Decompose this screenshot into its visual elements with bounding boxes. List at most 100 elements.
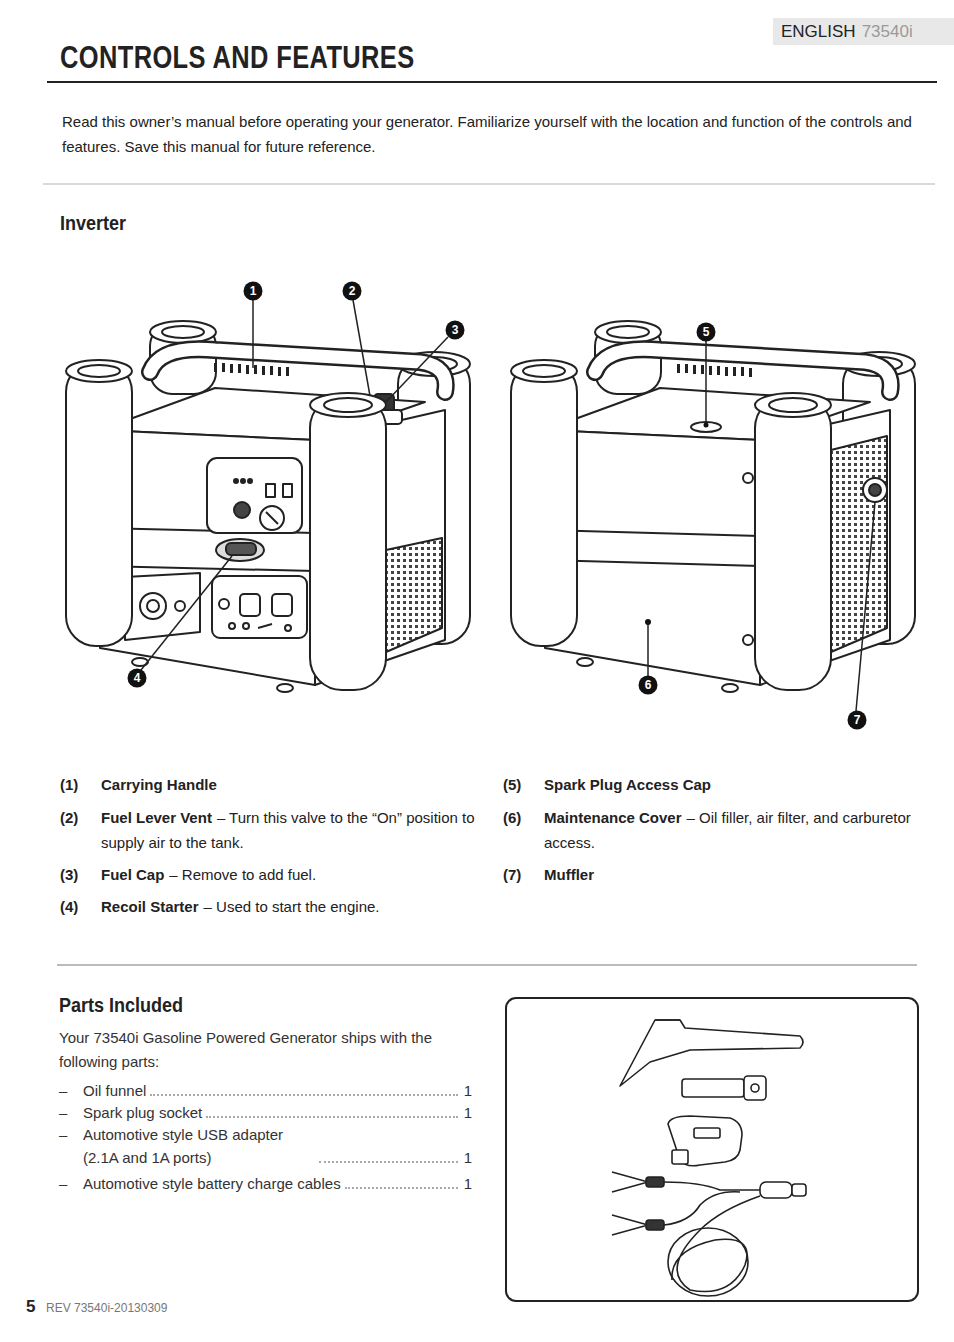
parts-illustration-part (620, 1020, 803, 1086)
parts-illustration-part (612, 1215, 648, 1235)
leader-lines-part (353, 300, 370, 396)
generator-rear-part-part (709, 366, 712, 375)
generator-front-part (310, 396, 386, 690)
item-number: (6) (503, 805, 521, 830)
generator-front-part (248, 479, 252, 483)
generator-rear-part (595, 349, 891, 392)
language-label: ENGLISH (781, 22, 856, 42)
generator-front-part (216, 539, 264, 561)
generator-rear-part-part (677, 364, 680, 373)
generator-front-part (207, 458, 302, 533)
feature-description: – Used to start the engine. (204, 898, 380, 915)
generator-front-part (272, 594, 292, 616)
generator-front-part-part (254, 365, 257, 374)
generator-front-part-part (214, 363, 217, 372)
leader-lines-part (856, 502, 875, 711)
parts-row: – Spark plug socket 1 (59, 1101, 472, 1124)
item-number: (4) (60, 894, 78, 919)
parts-illustration-part (664, 1192, 740, 1225)
feature-item: (2) Fuel Lever Vent– Turn this valve to … (60, 805, 481, 855)
leader-lines-part (141, 556, 232, 670)
callout-number: 5 (697, 323, 715, 341)
generator-front-part (214, 363, 289, 376)
callout-disc (128, 282, 867, 730)
callout-number: 2 (343, 282, 361, 300)
generator-rear-part (511, 360, 577, 382)
parts-illustration-part (664, 1182, 760, 1190)
callout-disc-part (639, 676, 658, 695)
generator-rear-part (769, 398, 817, 412)
parts-illustration-part (672, 1150, 688, 1164)
generator-rear-part-part (685, 364, 688, 373)
generator-front-part (386, 538, 442, 652)
callout-number: 4 (128, 669, 146, 687)
part-quantity: 1 (464, 1079, 472, 1102)
feature-name: Spark Plug Access Cap (544, 776, 711, 793)
generator-rear-part-part (733, 367, 736, 376)
part-quantity: 1 (464, 1146, 472, 1169)
generator-front-part-part (278, 367, 281, 376)
feature-name: Maintenance Cover (544, 809, 682, 826)
intro-text: Read this owner’s manual before operatin… (62, 109, 922, 159)
item-number: (3) (60, 862, 78, 887)
parts-illustration-part (744, 1076, 766, 1100)
list-dash: – (59, 1079, 83, 1102)
feature-name: Carrying Handle (101, 776, 217, 793)
feature-item: (7) Muffler (503, 862, 914, 887)
rule-lines-part (47, 81, 937, 83)
generator-rear-part (577, 658, 593, 666)
parts-illustration-part (760, 1182, 792, 1198)
generator-rear (511, 321, 915, 692)
generator-front (66, 321, 470, 692)
parts-illustration-part (646, 1220, 664, 1230)
generator-front-part (243, 623, 249, 629)
feature-item: (1) Carrying Handle (60, 772, 481, 797)
leader-lines-part (705, 341, 707, 423)
callout-number: 1 (244, 282, 262, 300)
generator-front-part (147, 600, 159, 612)
generator-rear-part-part (725, 367, 728, 376)
generator-rear-part (523, 365, 565, 377)
generator-front-part-part (230, 364, 233, 373)
generator-front-part-part (270, 366, 273, 375)
generator-rear-part (863, 478, 887, 502)
generator-rear-part (755, 393, 831, 417)
generator-front-part (125, 573, 200, 640)
parts-intro: Your 73540i Gasoline Powered Generator s… (59, 1026, 479, 1074)
generator-rear-part-part (693, 365, 696, 374)
feature-item: (6) Maintenance Cover– Oil filler, air f… (503, 805, 914, 855)
generator-front-part-part (286, 367, 289, 376)
feature-item: (5) Spark Plug Access Cap (503, 772, 914, 797)
generator-rear-part-part (717, 366, 720, 375)
item-number: (2) (60, 805, 78, 830)
generator-rear-part (595, 349, 891, 392)
parts-illustration-part (612, 1172, 648, 1192)
parts-frame (506, 998, 918, 1301)
rule-lines (43, 82, 937, 965)
parts-illustration-part (682, 1079, 744, 1097)
item-number: (5) (503, 772, 521, 797)
generator-front-part (78, 365, 120, 377)
generator-front-part (219, 599, 229, 609)
part-quantity: 1 (464, 1172, 472, 1195)
generator-front-part (66, 360, 132, 382)
generator-rear-part (869, 484, 881, 496)
item-number: (1) (60, 772, 78, 797)
feature-item: (4) Recoil Starter– Used to start the en… (60, 894, 481, 919)
feature-name: Muffler (544, 866, 594, 883)
generator-front-part (285, 625, 291, 631)
callout-disc-part (697, 323, 716, 342)
generator-rear-part (831, 436, 887, 652)
generator-front-part (150, 321, 216, 343)
callout-disc-part (128, 669, 147, 688)
generator-front-part (162, 326, 204, 338)
generator-rear-part-part (701, 365, 704, 374)
generator-front-part (229, 623, 235, 629)
parts-illustration-part (655, 1019, 680, 1021)
parts-illustration-part (792, 1184, 806, 1196)
dot-leader (345, 1187, 458, 1189)
feature-name: Fuel Lever Vent (101, 809, 212, 826)
leader-lines-part (252, 300, 254, 368)
generator-front-part (234, 479, 238, 483)
generator-front-part (310, 393, 386, 417)
